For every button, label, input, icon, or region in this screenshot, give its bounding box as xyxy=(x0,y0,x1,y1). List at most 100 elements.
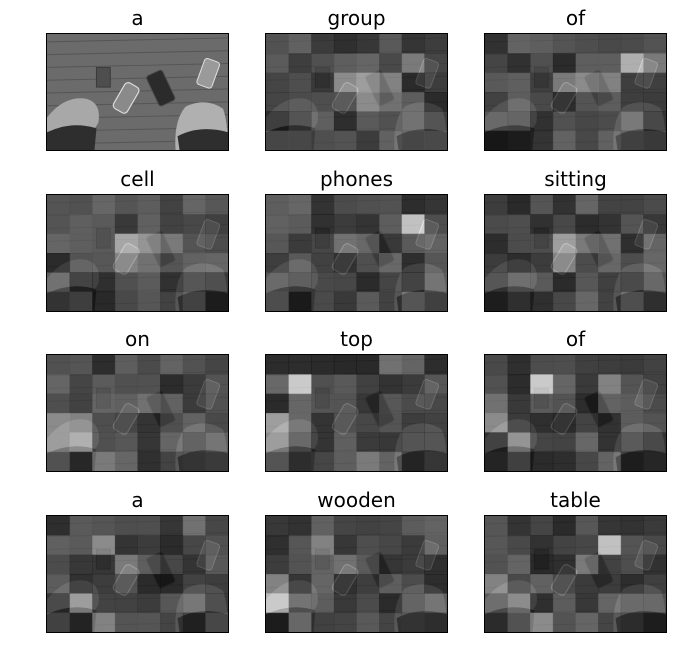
panel-word-title: on xyxy=(125,327,150,351)
attention-cell xyxy=(552,355,576,375)
attention-cell xyxy=(114,272,138,293)
attention-cell xyxy=(356,451,380,471)
attention-cell xyxy=(379,214,403,235)
attention-cell xyxy=(379,272,403,293)
attention-cell xyxy=(620,393,644,414)
attention-cell xyxy=(598,612,622,632)
attention-panel: phones xyxy=(265,0,448,667)
attention-cell xyxy=(643,214,666,235)
attention-cell xyxy=(333,233,357,254)
attention-cell xyxy=(182,393,206,414)
wood-plank-line xyxy=(47,50,228,56)
attention-cell xyxy=(288,432,312,453)
attention-cell xyxy=(311,92,335,112)
attention-cell xyxy=(333,554,357,575)
attention-cell xyxy=(356,374,380,395)
attention-cell xyxy=(620,72,644,93)
attention-cell xyxy=(575,92,599,112)
attention-cell xyxy=(205,554,228,575)
attention-cell xyxy=(552,535,576,556)
attention-cell xyxy=(333,253,357,273)
attention-cell xyxy=(69,393,93,414)
attention-cell xyxy=(530,413,554,433)
attention-cell xyxy=(401,612,425,632)
attention-cell xyxy=(620,535,644,556)
attention-cell xyxy=(356,233,380,254)
attention-cell xyxy=(114,195,138,215)
attention-cell xyxy=(92,593,116,614)
attention-cell xyxy=(530,554,554,575)
attention-cell xyxy=(266,451,290,471)
attention-cell xyxy=(333,612,357,632)
attention-cell xyxy=(114,214,138,235)
attention-cell xyxy=(598,593,622,614)
attention-cell xyxy=(311,393,335,414)
attention-cell xyxy=(598,291,622,311)
attention-cell xyxy=(643,612,666,632)
attention-cell xyxy=(114,413,138,433)
attention-cell xyxy=(424,432,447,453)
attention-cell xyxy=(356,355,380,375)
attention-cell xyxy=(160,214,184,235)
attention-cell xyxy=(620,374,644,395)
attention-cell xyxy=(643,233,666,254)
attention-cell xyxy=(401,195,425,215)
attention-cell xyxy=(643,291,666,311)
attention-cell xyxy=(424,130,447,150)
attention-cell xyxy=(598,554,622,575)
attention-cell xyxy=(530,593,554,614)
panel-word-title: a xyxy=(131,6,144,30)
attention-cell xyxy=(356,554,380,575)
attention-cell xyxy=(485,451,509,471)
attention-cell xyxy=(598,355,622,375)
attention-cell xyxy=(620,593,644,614)
attention-cell xyxy=(69,574,93,594)
attention-cell xyxy=(401,233,425,254)
attention-cell xyxy=(333,72,357,93)
attention-cell xyxy=(507,593,531,614)
attention-cell xyxy=(137,554,161,575)
attention-cell xyxy=(160,195,184,215)
attention-cell xyxy=(530,34,554,54)
attention-cell xyxy=(552,451,576,471)
attention-cell xyxy=(552,516,576,536)
attention-cell xyxy=(485,53,509,74)
attention-cell xyxy=(311,413,335,433)
attention-cell xyxy=(182,253,206,273)
attention-cell xyxy=(507,214,531,235)
attention-cell xyxy=(137,432,161,453)
attention-panel: table xyxy=(484,0,667,667)
attention-cell xyxy=(643,34,666,54)
attention-cell xyxy=(137,393,161,414)
attention-cell xyxy=(311,451,335,471)
attention-cell xyxy=(575,111,599,132)
attention-cell xyxy=(114,374,138,395)
attention-cell xyxy=(160,593,184,614)
attention-cell xyxy=(401,214,425,235)
attention-cell xyxy=(401,111,425,132)
attention-cell xyxy=(182,535,206,556)
attention-cell xyxy=(47,233,71,254)
attention-cell xyxy=(485,111,509,132)
attention-cell xyxy=(575,291,599,311)
attention-cell xyxy=(356,214,380,235)
attention-cell xyxy=(47,214,71,235)
attention-cell xyxy=(424,233,447,254)
attention-panel: of xyxy=(484,0,667,667)
attention-cell xyxy=(507,355,531,375)
attention-cell xyxy=(424,195,447,215)
attention-cell xyxy=(598,272,622,293)
attention-cell xyxy=(137,574,161,594)
attention-cell xyxy=(92,535,116,556)
attention-cell xyxy=(620,34,644,54)
attention-cell xyxy=(401,34,425,54)
attention-map-image xyxy=(265,515,448,633)
attention-cell xyxy=(485,92,509,112)
attention-cell xyxy=(182,214,206,235)
attention-cell xyxy=(182,554,206,575)
attention-cell xyxy=(311,612,335,632)
attention-cell xyxy=(182,612,206,632)
attention-cell xyxy=(69,355,93,375)
attention-cell xyxy=(552,432,576,453)
attention-cell xyxy=(288,214,312,235)
